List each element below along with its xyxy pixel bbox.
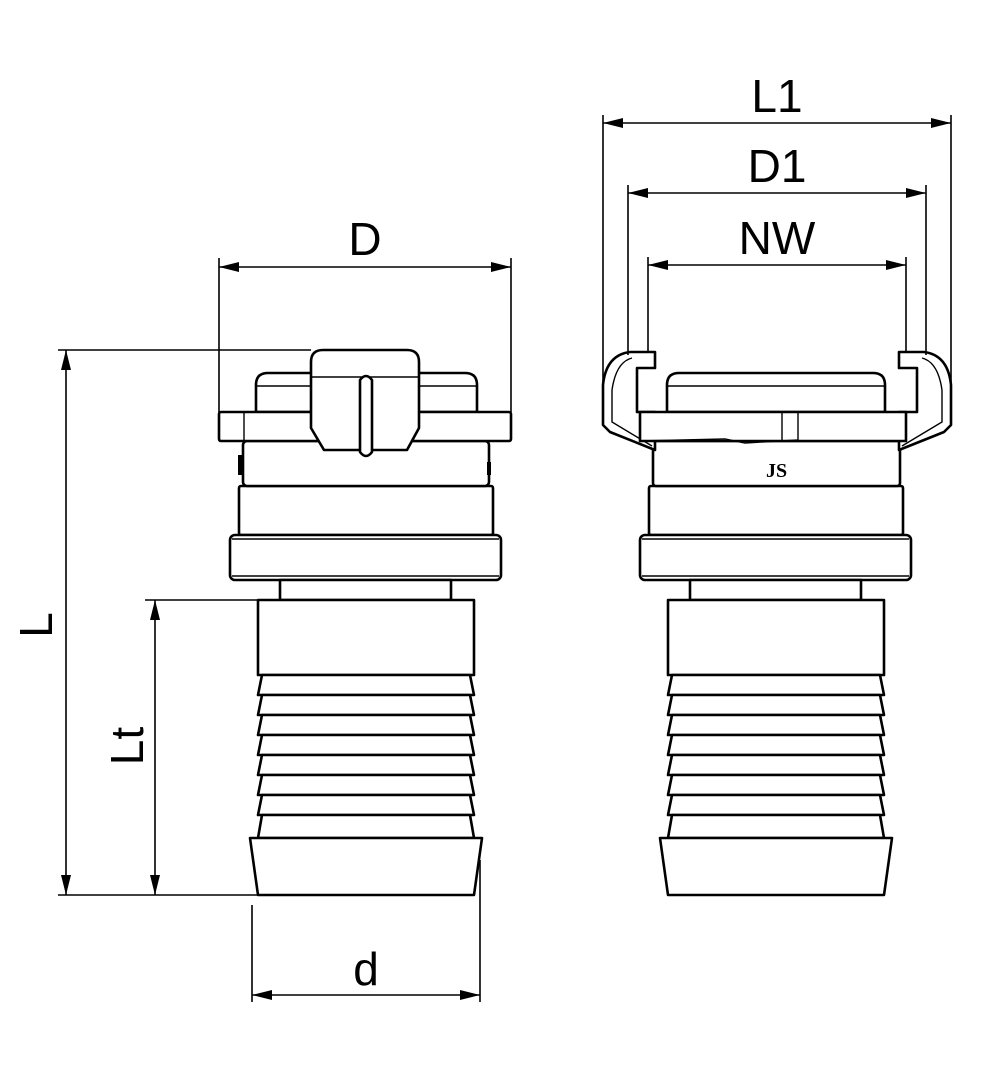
left-view-coupling xyxy=(217,348,513,897)
dimension-label-d: d xyxy=(353,943,379,995)
dimension-label-D1: D1 xyxy=(748,140,807,192)
dimension-label-NW: NW xyxy=(739,212,816,264)
logo-mark: JS xyxy=(766,460,787,482)
dimensions-right: L1 D1 NW xyxy=(602,70,952,385)
dimension-label-L: L xyxy=(10,612,62,638)
dimensions-left: D L Lt d xyxy=(10,213,512,1002)
dimension-label-Lt: Lt xyxy=(101,727,153,766)
dimension-label-L1: L1 xyxy=(751,70,802,122)
right-view-coupling: JS xyxy=(601,350,953,897)
dimension-label-D: D xyxy=(348,213,381,265)
